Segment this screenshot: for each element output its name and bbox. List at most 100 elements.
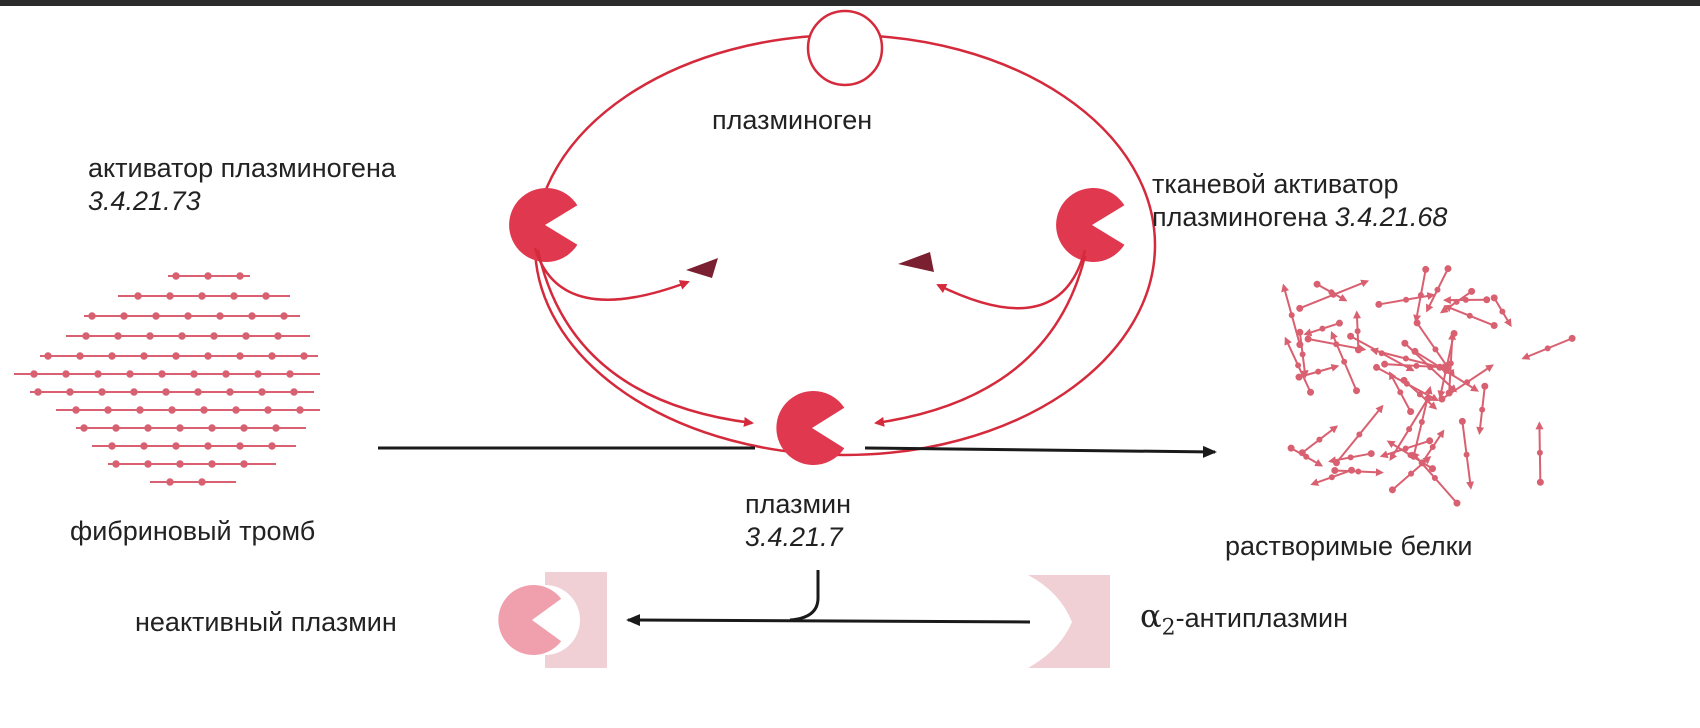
fibrin-bead: [163, 389, 169, 395]
protein-bead: [1437, 364, 1443, 370]
fibrin-bead: [243, 333, 249, 339]
fibrin-bead: [141, 353, 147, 359]
protein-bead: [1357, 432, 1362, 437]
protein-bead: [1545, 346, 1550, 351]
protein-bead: [1308, 389, 1314, 395]
fibrin-bead: [159, 371, 165, 377]
fibrin-bead: [281, 313, 287, 319]
protein-bead: [1454, 299, 1459, 304]
fibrin-bead: [265, 407, 271, 413]
fibrin-bead: [167, 293, 173, 299]
fibrin-bead: [291, 389, 297, 395]
antiplasmin-label: α2-антиплазмин: [1140, 600, 1348, 644]
fibrin-bead: [241, 425, 247, 431]
plasmin-join-line: [790, 570, 818, 620]
protein-bead: [1398, 390, 1403, 395]
protein-bead: [1354, 388, 1360, 394]
fibrin-bead: [241, 461, 247, 467]
fibrin-bead: [191, 371, 197, 377]
fibrin-bead: [99, 389, 105, 395]
protein-bead: [1454, 500, 1460, 506]
plasmin-enzyme: [776, 391, 844, 465]
protein-bead: [1500, 309, 1505, 314]
protein-bead: [1305, 336, 1311, 342]
antiplasmin-alpha: α2: [1140, 597, 1176, 635]
fibrin-bead: [169, 407, 175, 413]
protein-bead: [1427, 438, 1433, 444]
protein-bead: [1356, 469, 1361, 474]
protein-bead: [1288, 445, 1294, 451]
fibrin-bead: [121, 313, 127, 319]
protein-bead: [1376, 301, 1382, 307]
fragment-left: [686, 258, 718, 278]
protein-bead: [1464, 452, 1469, 457]
activator-left-enzyme: [509, 188, 577, 262]
protein-bead: [1459, 418, 1465, 424]
arrow-right-to-plasmin: [876, 256, 1085, 423]
inactivation-arrow: [628, 620, 1030, 622]
fibrin-bead: [145, 461, 151, 467]
protein-bead: [1348, 455, 1353, 460]
fibrin-bead: [205, 443, 211, 449]
protein-bead: [1444, 369, 1449, 374]
fibrin-bead: [273, 425, 279, 431]
fibrin-bead: [83, 333, 89, 339]
fibrin-bead: [131, 389, 137, 395]
fibrin-bead: [249, 313, 255, 319]
fibrin-bead: [177, 461, 183, 467]
protein-bead: [1491, 323, 1497, 329]
fibrin-bead: [287, 371, 293, 377]
protein-bead: [1297, 329, 1303, 335]
fibrin-bead: [275, 333, 281, 339]
fibrin-bead: [173, 353, 179, 359]
fibrin-bead: [263, 293, 269, 299]
fibrin-bead: [115, 333, 121, 339]
fibrin-bead: [167, 479, 173, 485]
protein-bead: [1403, 356, 1408, 361]
protein-bead: [1569, 335, 1575, 341]
arrow-right-to-fragment: [938, 250, 1085, 308]
protein-bead: [1297, 305, 1303, 311]
fibrin-bead: [31, 371, 37, 377]
fibrin-bead: [297, 407, 303, 413]
protein-bead: [1404, 297, 1409, 302]
protein-bead: [1289, 313, 1294, 318]
fibrin-bead: [201, 407, 207, 413]
fibrin-bead: [95, 371, 101, 377]
inactive-complex-inhibitor: [545, 572, 607, 668]
protein-bead: [1404, 381, 1409, 386]
protein-bead: [1296, 363, 1301, 368]
activator-left-ec: 3.4.21.73: [88, 185, 201, 218]
soluble-proteins-graphic: [1284, 266, 1576, 506]
protein-bead: [1342, 359, 1347, 364]
fibrin-bead: [113, 425, 119, 431]
protein-bead: [1433, 347, 1438, 352]
protein-bead: [1333, 460, 1339, 466]
fibrin-bead: [127, 371, 133, 377]
fibrin-bead: [153, 313, 159, 319]
antiplasmin-shape: [1028, 575, 1110, 668]
activator-right-enzyme: [1056, 188, 1124, 262]
fibrin-bead: [269, 353, 275, 359]
fibrin-bead: [269, 443, 275, 449]
fibrin-bead: [105, 407, 111, 413]
protein-bead: [1355, 329, 1360, 334]
protein-bead: [1419, 420, 1424, 425]
protein-bead: [1439, 396, 1445, 402]
activator-right-label: тканевой активатор: [1152, 168, 1399, 201]
protein-bead: [1296, 374, 1302, 380]
protein-bead: [1407, 427, 1412, 432]
fibrin-bead: [113, 461, 119, 467]
fibrin-bead: [77, 353, 83, 359]
activator-right-ec: 3.4.21.68: [1335, 202, 1448, 232]
protein-bead: [1537, 450, 1542, 455]
fibrin-bead: [81, 425, 87, 431]
protein-bead: [1316, 369, 1321, 374]
protein-bead: [1463, 297, 1468, 302]
protein-bead: [1467, 313, 1472, 318]
fibrin-bead: [259, 389, 265, 395]
fibrin-clot-graphic: [14, 273, 320, 485]
fragment-right: [898, 252, 934, 272]
fibrin-bead: [67, 389, 73, 395]
protein-bead: [1428, 365, 1433, 370]
